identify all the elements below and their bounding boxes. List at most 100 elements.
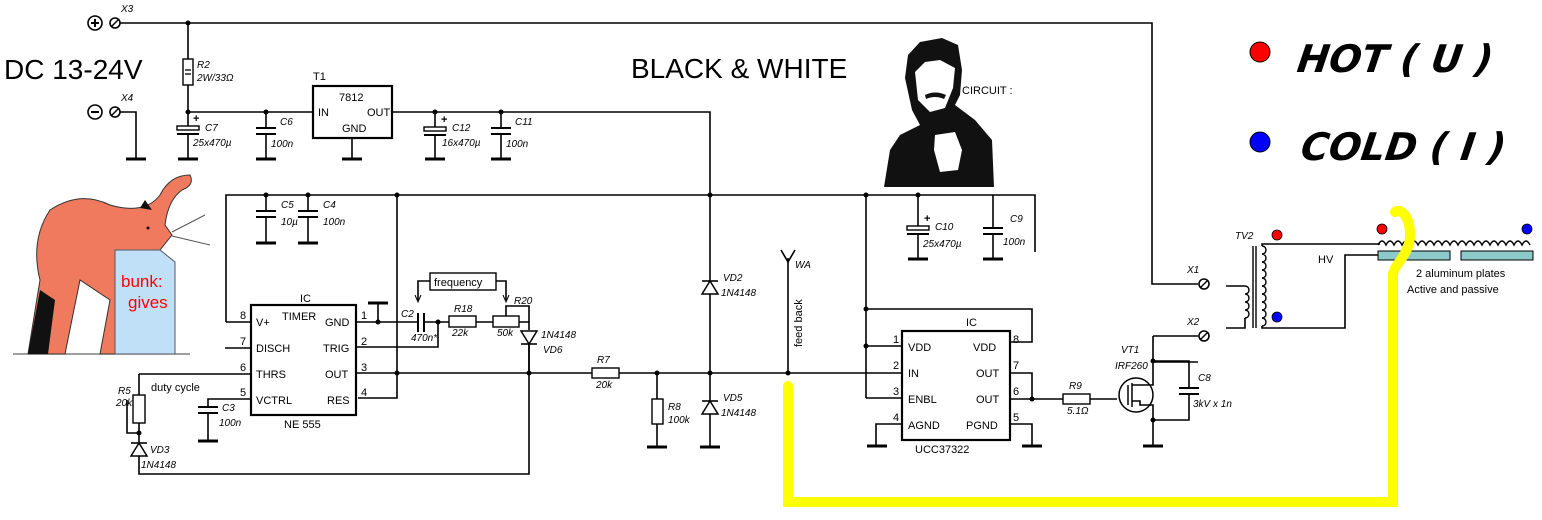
timer-left-pins: 8 V+ 7 DISCH 6 THRS 5 VCTRL [139, 310, 292, 407]
svg-text:7: 7 [240, 336, 246, 348]
c2-value: 470n* [411, 333, 438, 344]
x3-label: X3 [120, 4, 134, 15]
r8-ref: R8 [668, 402, 681, 413]
regulator-ref: T1 [313, 71, 326, 83]
mosfet-stage: R9 5.1Ω VT1 IRF260 C8 3kV x 1n X1 X2 [1062, 265, 1232, 448]
svg-text:5: 5 [240, 387, 246, 399]
feed-back-label: feed back [793, 299, 805, 347]
plates-label-1: 2 aluminum plates [1416, 268, 1506, 280]
wa-ref: WA [795, 260, 811, 271]
svg-text:TRIG: TRIG [323, 343, 349, 355]
c2-ref: C2 [401, 309, 414, 320]
transformer-tv2: TV2 HV 2 aluminum plates Active and pass… [1226, 223, 1534, 329]
document-icon [114, 249, 176, 355]
mosfet-vt1 [1118, 377, 1154, 413]
vd2-value: 1N4148 [721, 288, 756, 299]
x4-label: X4 [120, 93, 134, 104]
svg-text:3: 3 [893, 386, 899, 398]
frequency-label: frequency [434, 277, 483, 289]
x2-ref: X2 [1186, 317, 1200, 328]
svg-text:8: 8 [1013, 334, 1019, 346]
cold-legend-icon [1249, 131, 1271, 153]
signal-line: R7 20k R8 100k VD2 1N4148 VD5 1N4148 WA … [397, 195, 905, 449]
svg-text:THRS: THRS [256, 369, 286, 381]
svg-text:2: 2 [893, 360, 899, 372]
c7-ref: C7 [205, 123, 218, 134]
regulator-out: OUT [367, 107, 391, 119]
c11-ref: C11 [515, 117, 533, 128]
svg-text:5: 5 [1013, 412, 1019, 424]
timer-right-pins: 1 GND 2 TRIG 3 OUT 4 RES [323, 310, 367, 407]
circuit-label: CIRCUIT : [962, 85, 1013, 97]
c8-value: 3kV x 1n [1193, 399, 1232, 410]
vd6-ref: VD6 [543, 345, 563, 356]
svg-text:OUT: OUT [976, 368, 1000, 380]
timer-part: NE 555 [284, 419, 321, 431]
r20-ref: R20 [514, 296, 533, 307]
svg-text:VDD: VDD [973, 342, 996, 354]
c8-ref: C8 [1198, 373, 1211, 384]
c4-value: 100n [323, 217, 346, 228]
c11-value: 100n [506, 139, 529, 150]
feedback-wire [783, 206, 1416, 507]
mascot-text-2: gives [128, 293, 168, 312]
svg-text:AGND: AGND [908, 420, 940, 432]
r7-ref: R7 [597, 355, 610, 366]
hot-legend-label: HOT ( U ) [1294, 38, 1495, 82]
plates-label-2: Active and passive [1407, 284, 1499, 296]
vt1-ref: VT1 [1121, 345, 1139, 356]
regulator-gnd: GND [342, 123, 367, 135]
svg-text:3: 3 [361, 362, 367, 374]
portrait-image: CIRCUIT : [884, 38, 1013, 187]
c5-value: 10µ [281, 217, 298, 228]
r5-ref: R5 [118, 386, 131, 397]
regulator-7812: T1 7812 IN OUT GND [311, 71, 394, 161]
svg-text:OUT: OUT [976, 394, 1000, 406]
hv-label: HV [1318, 254, 1334, 266]
svg-text:4: 4 [361, 387, 367, 399]
svg-text:1: 1 [361, 310, 367, 322]
svg-text:VDD: VDD [908, 342, 931, 354]
legend: HOT ( U ) COLD ( I ) [1249, 38, 1509, 170]
vt1-value: IRF260 [1115, 361, 1148, 372]
ne555-timer: IC TIMER NE 555 8 V+ 7 DISCH 6 THRS 5 VC… [139, 293, 439, 443]
svg-text:V+: V+ [256, 317, 270, 329]
svg-text:VCTRL: VCTRL [256, 395, 292, 407]
driver-part: UCC37322 [915, 444, 969, 456]
c10-value: 25x470µ [922, 239, 962, 250]
duty-cycle-label: duty cycle [151, 382, 200, 394]
r18-ref: R18 [454, 304, 473, 315]
r9-ref: R9 [1069, 381, 1082, 392]
c9-value: 100n [1003, 237, 1026, 248]
svg-text:OUT: OUT [325, 369, 349, 381]
regulator-part: 7812 [339, 92, 363, 104]
r5-value: 20k [115, 398, 133, 409]
c4-ref: C4 [323, 200, 336, 211]
mascot-text-1: bunk: [121, 272, 163, 291]
svg-text:+: + [441, 114, 447, 126]
vd5-ref: VD5 [723, 393, 743, 404]
r7-value: 20k [595, 380, 613, 391]
vd5-value: 1N4148 [721, 408, 756, 419]
c5-ref: C5 [281, 200, 294, 211]
page-title: BLACK & WHITE [631, 53, 847, 84]
svg-text:GND: GND [325, 317, 350, 329]
cold-marker-coil [1521, 223, 1533, 235]
svg-text:PGND: PGND [966, 420, 998, 432]
passive-plate [1460, 250, 1534, 261]
frequency-branch: C2 470n* R18 22k R20 50k frequency 1N414… [401, 272, 576, 373]
svg-text:DISCH: DISCH [256, 343, 290, 355]
c7-value: 25x470µ [192, 138, 232, 149]
vd2-ref: VD2 [723, 273, 743, 284]
svg-text:7: 7 [1013, 360, 1019, 372]
r8-value: 100k [668, 415, 691, 426]
vd6-value: 1N4148 [541, 330, 576, 341]
r9-value: 5.1Ω [1067, 406, 1089, 417]
x1-ref: X1 [1186, 265, 1199, 276]
vd3-ref: VD3 [150, 445, 170, 456]
svg-text:IN: IN [908, 368, 919, 380]
c6-ref: C6 [280, 117, 293, 128]
active-plate [1377, 250, 1451, 261]
cat-mascot-image: bunk: gives [13, 174, 211, 355]
cold-marker [1271, 311, 1283, 323]
